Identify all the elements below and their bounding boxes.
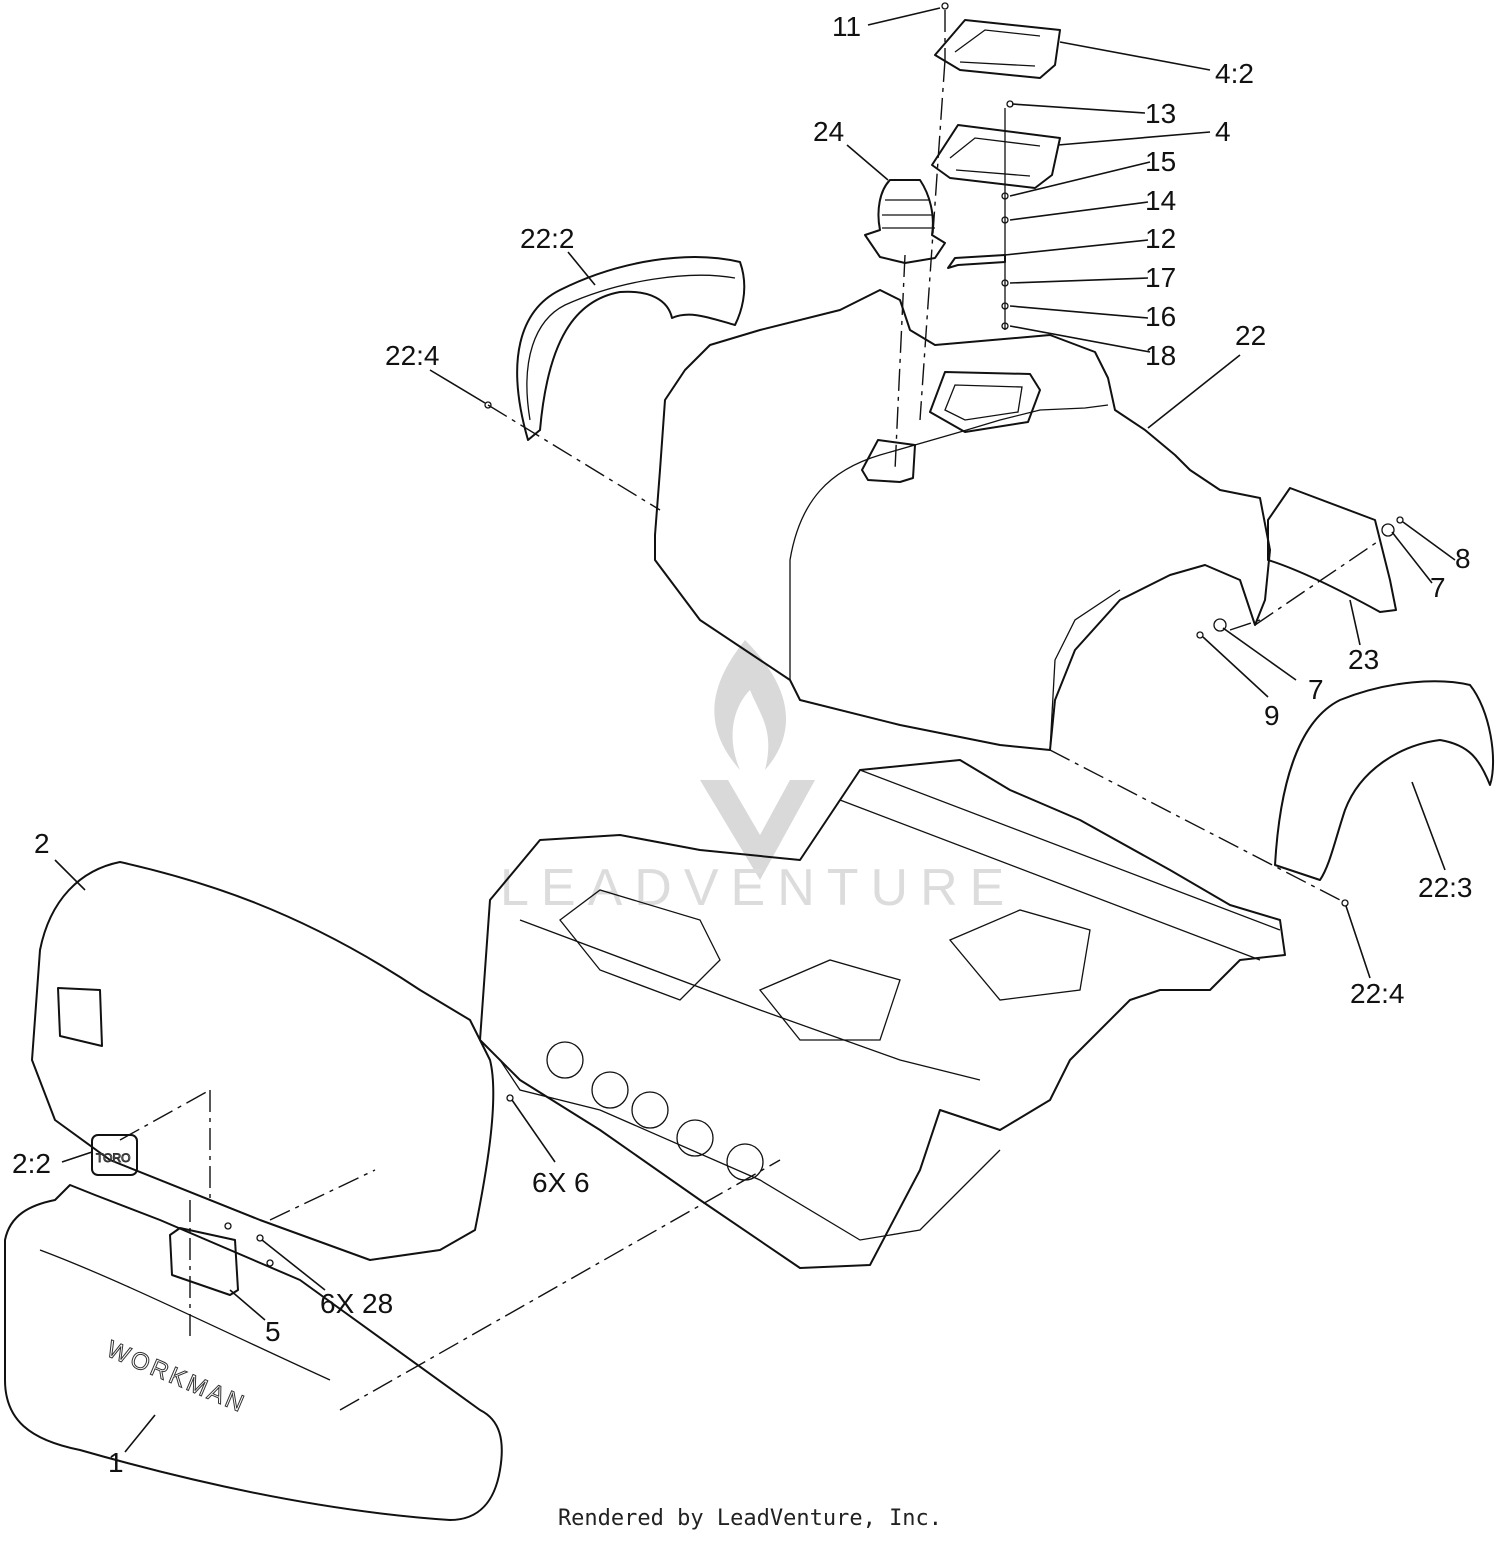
small-fasteners — [484, 2, 1404, 1102]
badge-part-2-2 — [91, 1134, 138, 1176]
bumper-part-1 — [4, 1184, 503, 1521]
callout-7-mid: 7 — [1308, 674, 1324, 705]
callout-8: 8 — [1455, 543, 1471, 574]
callout-17: 17 — [1145, 262, 1176, 293]
headlight-part-5 — [169, 1222, 274, 1296]
side-panel-part-23 — [1267, 487, 1397, 613]
cargo-bed-body-part-22 — [654, 289, 1271, 751]
cover-plate-part-4-2 — [934, 19, 1061, 79]
callout-23: 23 — [1348, 644, 1379, 675]
callout-7-right: 7 — [1430, 572, 1446, 603]
callout-22-3: 22:3 — [1418, 872, 1473, 903]
fastener-stack — [947, 100, 1014, 330]
callout-4-2: 4:2 — [1215, 58, 1254, 89]
callout-2-2: 2:2 — [12, 1148, 51, 1179]
callout-13: 13 — [1145, 98, 1176, 129]
callout-6x28: 6X 28 — [320, 1288, 393, 1319]
callout-4: 4 — [1215, 116, 1231, 147]
watermark-text: LEADVENTURE — [500, 859, 1016, 917]
callout-18: 18 — [1145, 340, 1176, 371]
callout-22-2: 22:2 — [520, 223, 575, 254]
callout-2: 2 — [34, 828, 50, 859]
watermark-logo — [700, 640, 815, 880]
cover-plate-part-4 — [931, 124, 1061, 189]
callout-11: 11 — [832, 11, 861, 42]
fender-part-22-3 — [1274, 680, 1495, 881]
alignment-lines — [119, 10, 1381, 1411]
footer-credit: Rendered by LeadVenture, Inc. — [557, 1506, 943, 1531]
callout-22: 22 — [1235, 320, 1266, 351]
hood-part-2 — [31, 861, 495, 1261]
bumper-text: WORKMAN — [103, 1336, 251, 1419]
callout-6x6: 6X 6 — [532, 1167, 590, 1198]
callout-1: 1 — [108, 1447, 124, 1478]
callout-22-4-bottom: 22:4 — [1350, 978, 1405, 1009]
callout-9: 9 — [1264, 700, 1280, 731]
callout-15: 15 — [1145, 146, 1176, 177]
chassis-frame — [479, 759, 1286, 1269]
leader-lines — [54, 7, 1456, 1453]
callout-12: 12 — [1145, 223, 1176, 254]
callout-16: 16 — [1145, 301, 1176, 332]
shift-boot-part-24 — [864, 179, 946, 264]
callout-5: 5 — [265, 1316, 281, 1347]
fender-flare-part-22-2 — [516, 256, 746, 441]
badge-text: TORO — [96, 1151, 130, 1165]
callout-22-4-top: 22:4 — [385, 340, 440, 371]
callout-24: 24 — [813, 116, 844, 147]
callout-14: 14 — [1145, 185, 1176, 216]
